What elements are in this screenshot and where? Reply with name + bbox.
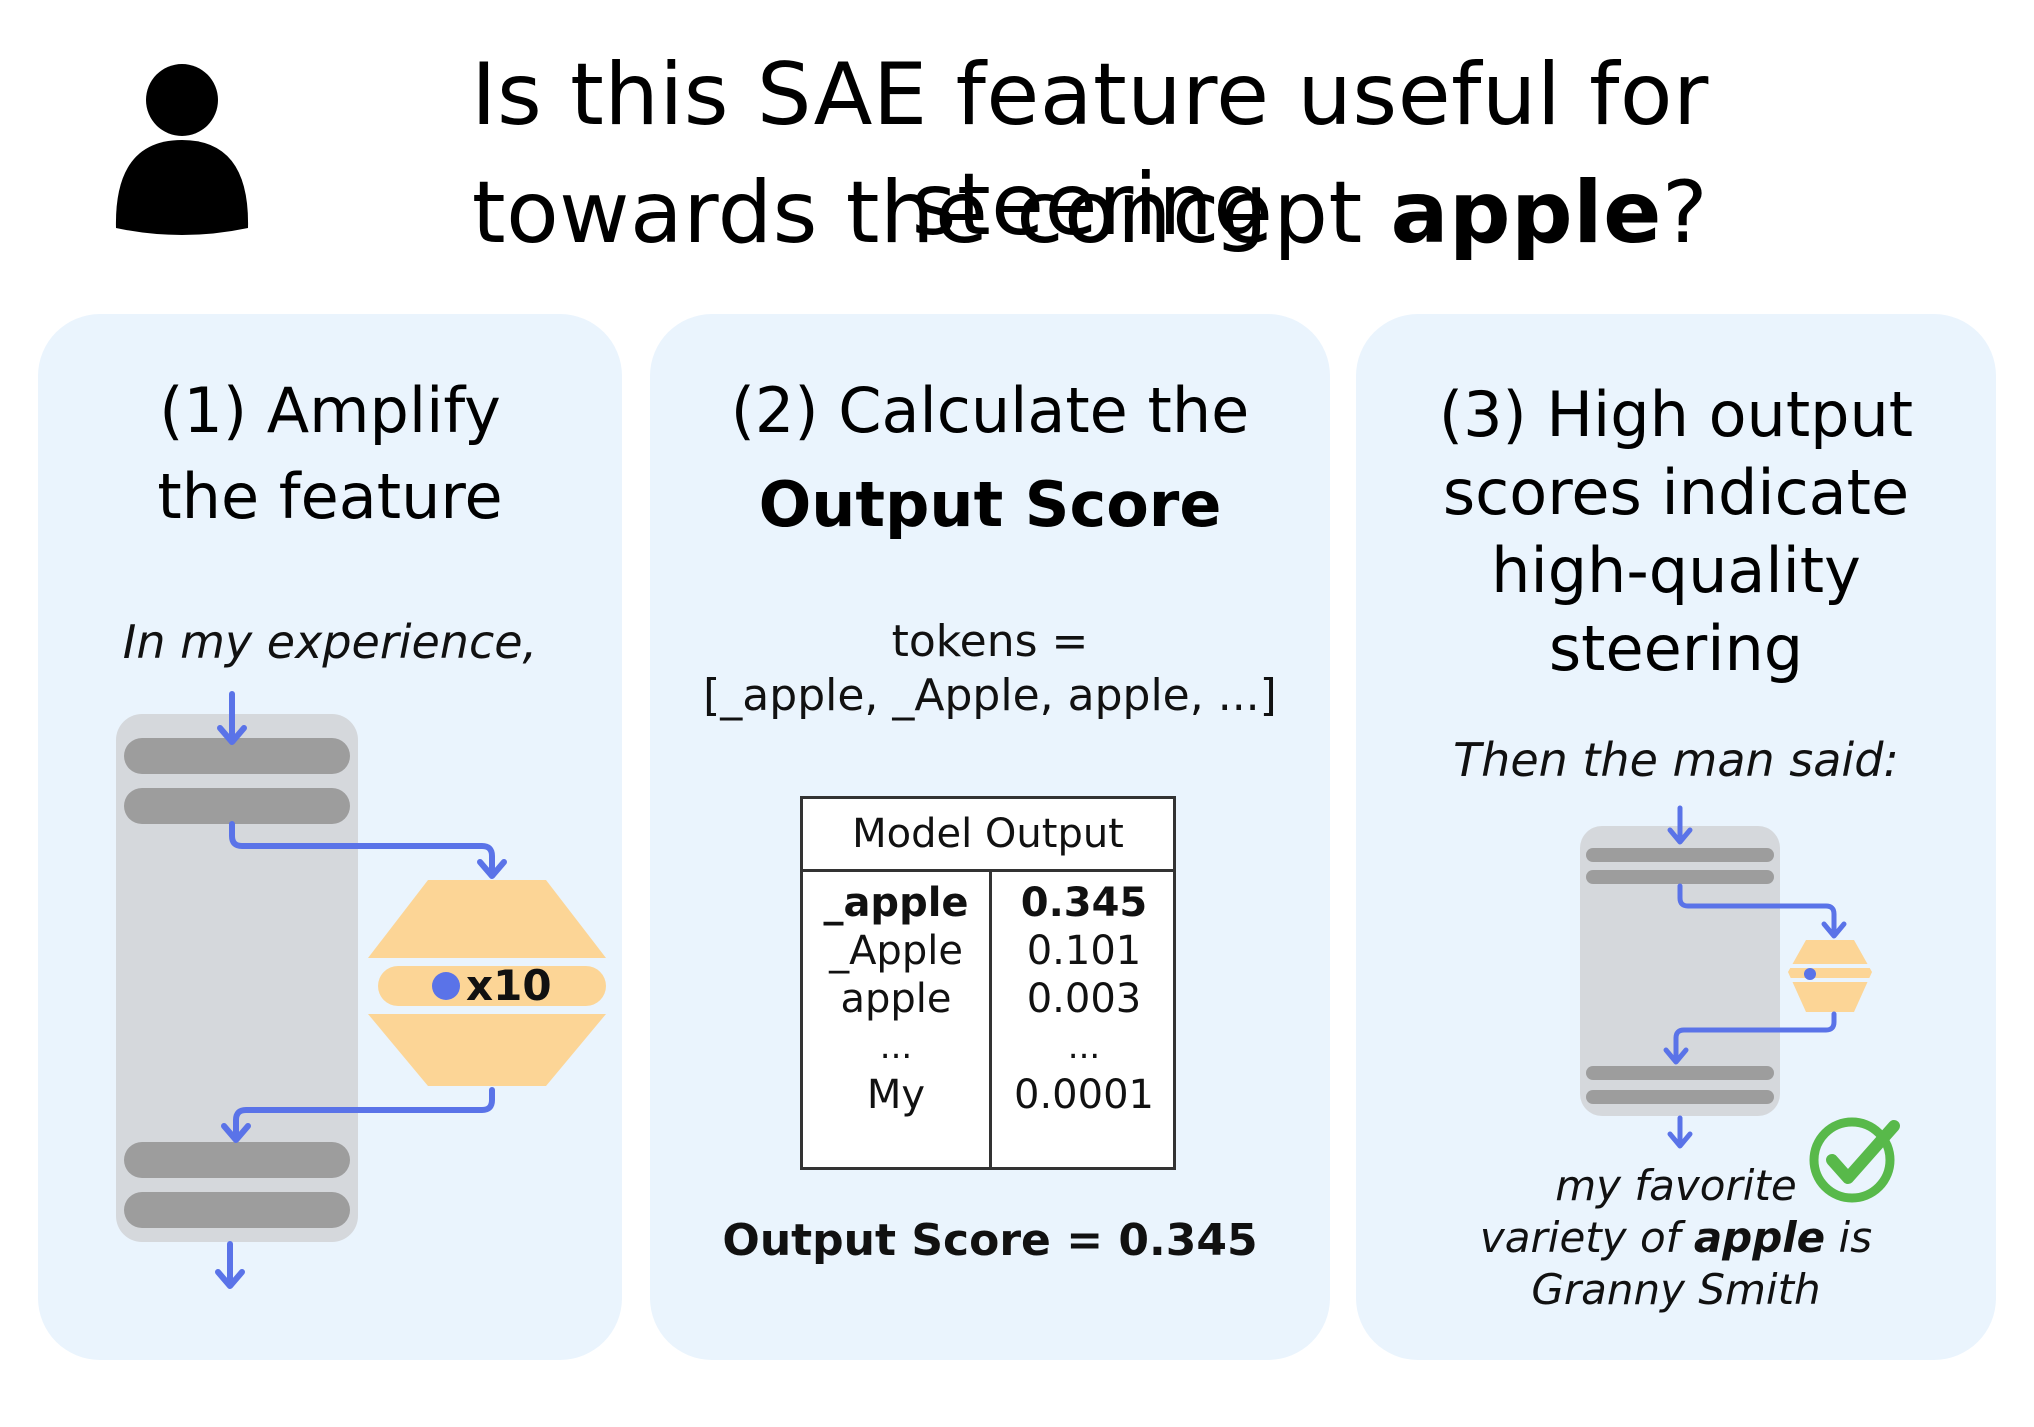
feature-band [378,966,606,1006]
table-row: _apple 0.345 [803,879,1173,927]
panel1-title-line2: the feature [157,460,503,533]
layer-bar [124,1142,350,1178]
value-cell: 0.101 [1026,928,1142,974]
page-title-line2: towards the concept apple? [471,163,1709,263]
token-cell: My [866,1072,926,1118]
panel3-title-line3: high-quality [1491,534,1861,607]
panel1-prompt: In my experience, [122,615,538,669]
value-cell: 0.003 [1026,976,1142,1022]
model-output-table: Model Output _apple 0.345 _Apple 0.101 a… [800,796,1176,1170]
arrow-output-head [215,1269,245,1289]
token-cell: apple [840,976,952,1022]
arrow-to-feature-head [477,859,507,879]
table-row: My 0.0001 [803,1071,1173,1119]
table-rows: _apple 0.345 _Apple 0.101 apple 0.003 ..… [803,879,1173,1119]
panel2-title-line1: (2) Calculate the [730,374,1250,447]
model-block-small [1580,826,1780,1116]
value-cell: 0.345 [1020,880,1148,926]
output-line3: Granny Smith [1531,1265,1821,1314]
token-cell: ... [879,1027,913,1067]
value-cell: 0.0001 [1014,1072,1154,1118]
table-header: Model Output [803,799,1173,872]
output-line2: variety of apple is [1479,1213,1873,1262]
feature-hexagon-bottom [368,1014,606,1086]
layer-bar [1586,1090,1774,1104]
layer-bar [1586,870,1774,884]
token-cell: _Apple [829,928,963,974]
panel3-title-line1: (3) High output [1438,378,1914,451]
output-line1: my favorite [1555,1161,1797,1210]
feature-dot [432,972,460,1000]
table-row: apple 0.003 [803,975,1173,1023]
table-row: ... ... [803,1023,1173,1071]
layer-bar [1586,848,1774,862]
arrow-input-head [217,725,247,745]
panel2-title-line2: Output Score [758,468,1222,541]
arrow-to-feature [229,821,495,877]
feature-dot-small [1804,968,1816,980]
layer-bar [124,788,350,824]
panel3-prompt: Then the man said: [1453,733,1899,787]
panel1-title-line1: (1) Amplify [159,374,501,447]
page-title-line1: Is this SAE feature useful for steering [471,45,1709,255]
panel3-title-line4: steering [1548,612,1804,685]
arrow-from-feature [1673,1011,1837,1063]
feature-hexagon-top [368,880,606,958]
layer-bar [124,1192,350,1228]
arrow-from-feature [233,1087,495,1141]
arrow-from-feature-head [221,1123,251,1143]
tokens-line2: [_apple, _Apple, apple, ...] [703,670,1277,721]
concept-word: apple [1390,163,1662,263]
panel3-title-line2: scores indicate [1442,456,1910,529]
check-circle-icon [1809,1117,1900,1203]
output-score-result: Output Score = 0.345 [722,1215,1258,1266]
multiplier-label: x10 [466,961,552,1010]
layer-bar [124,738,350,774]
steered-output: my favorite variety of apple is Granny S… [1356,1160,1996,1316]
layer-bar [1586,1066,1774,1080]
table-row: _Apple 0.101 [803,927,1173,975]
arrow-to-feature [1677,883,1837,937]
tokens-line1: tokens = [891,616,1089,667]
value-cell: ... [1067,1027,1101,1067]
token-cell: _apple [823,880,969,926]
table-divider [989,869,992,1167]
feature-hexagon-small [1788,940,1872,1012]
